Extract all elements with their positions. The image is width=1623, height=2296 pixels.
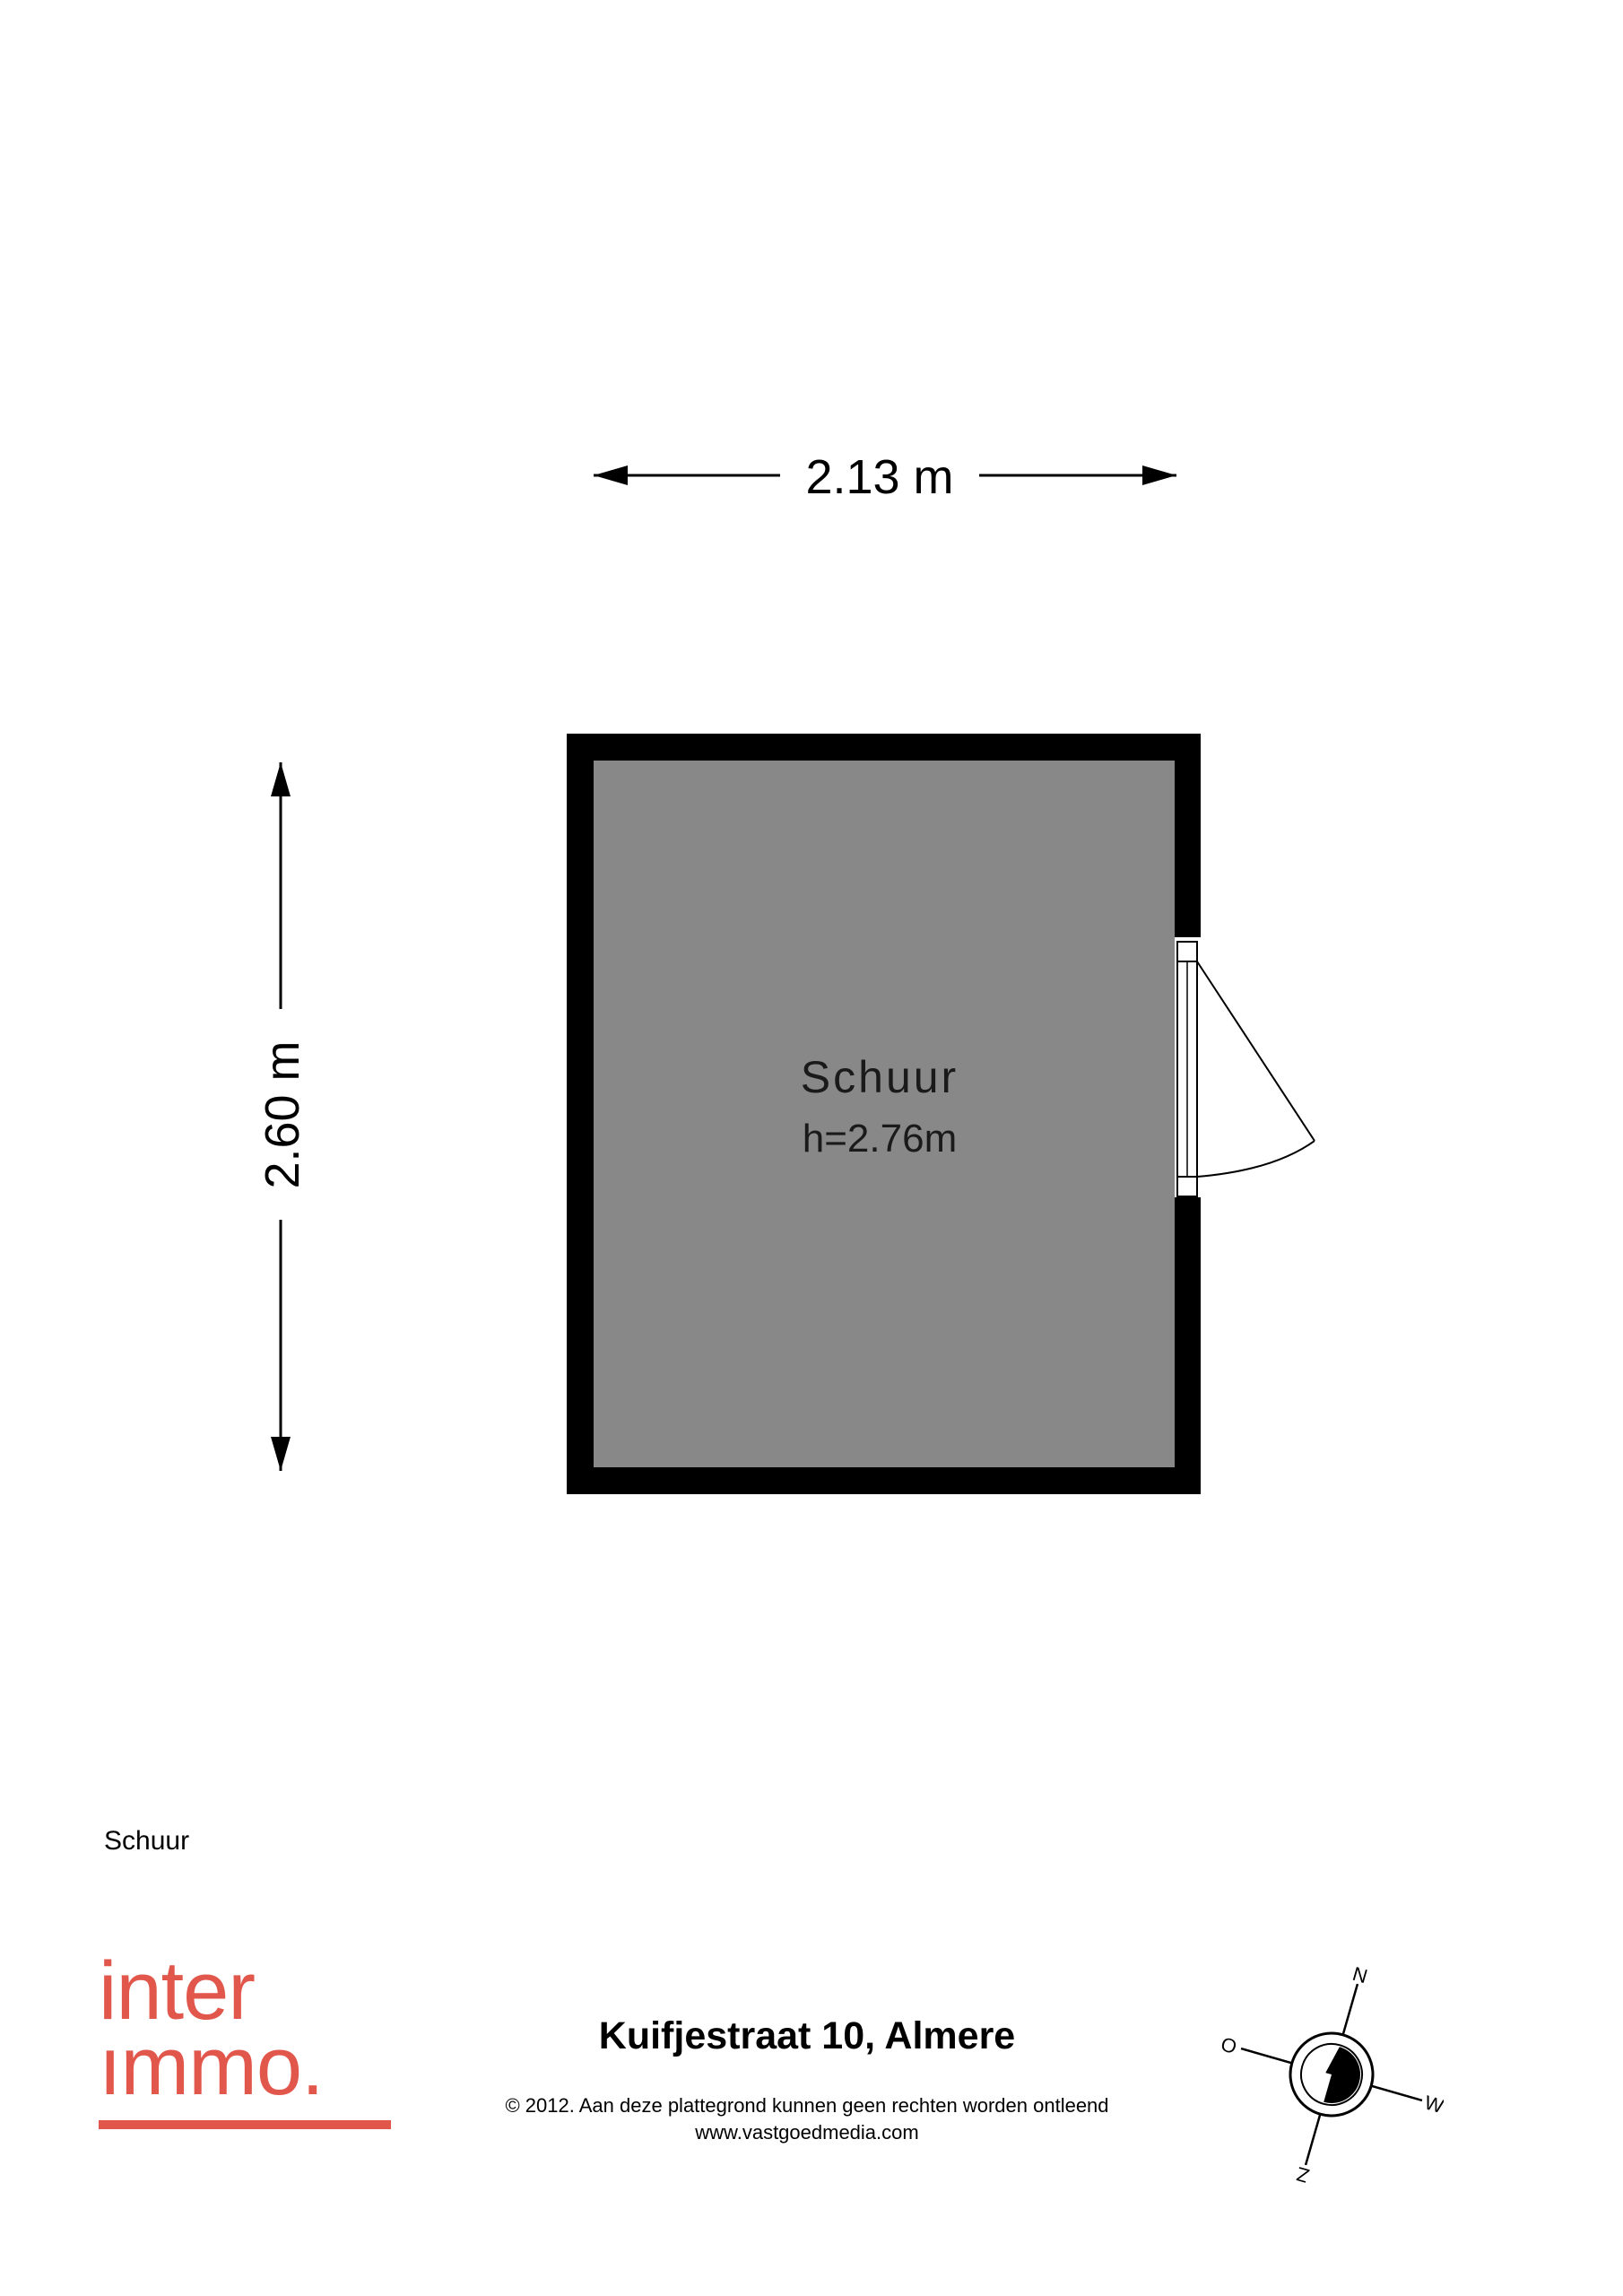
room-schuur: Schuur h=2.76m bbox=[567, 734, 1315, 1494]
arrow-left-icon bbox=[594, 465, 628, 485]
width-dimension: 2.13 m bbox=[594, 450, 1176, 504]
compass-west-label: W bbox=[1422, 2091, 1444, 2118]
room-height: h=2.76m bbox=[803, 1117, 957, 1161]
arrow-up-icon bbox=[271, 762, 291, 796]
compass-south-label: Z bbox=[1294, 2162, 1312, 2187]
door-swing bbox=[1196, 961, 1315, 1178]
arrow-right-icon bbox=[1142, 465, 1176, 485]
room-name: Schuur bbox=[801, 1052, 959, 1102]
copyright-notice: © 2012. Aan deze plattegrond kunnen geen… bbox=[505, 2094, 1109, 2117]
floor-label: Schuur bbox=[104, 1826, 190, 1856]
brand-line-2: ımmo. bbox=[99, 2021, 325, 2112]
arrow-down-icon bbox=[271, 1437, 291, 1471]
compass-east-label: O bbox=[1219, 2032, 1239, 2058]
compass-rose-icon: N Z O W bbox=[1219, 1962, 1444, 2187]
room-floor bbox=[594, 761, 1175, 1467]
height-dimension-label: 2.60 m bbox=[256, 1040, 309, 1188]
website-url: www.vastgoedmedia.com bbox=[695, 2121, 919, 2144]
brand-logo: inter ımmo. bbox=[99, 1945, 404, 2151]
width-dimension-label: 2.13 m bbox=[805, 450, 953, 504]
brand-line-1: inter bbox=[99, 1945, 256, 2037]
height-dimension: 2.60 m bbox=[256, 762, 309, 1471]
property-address: Kuifjestraat 10, Almere bbox=[598, 2014, 1016, 2057]
compass-north-label: N bbox=[1350, 1962, 1370, 1987]
brand-underline bbox=[99, 2120, 391, 2129]
